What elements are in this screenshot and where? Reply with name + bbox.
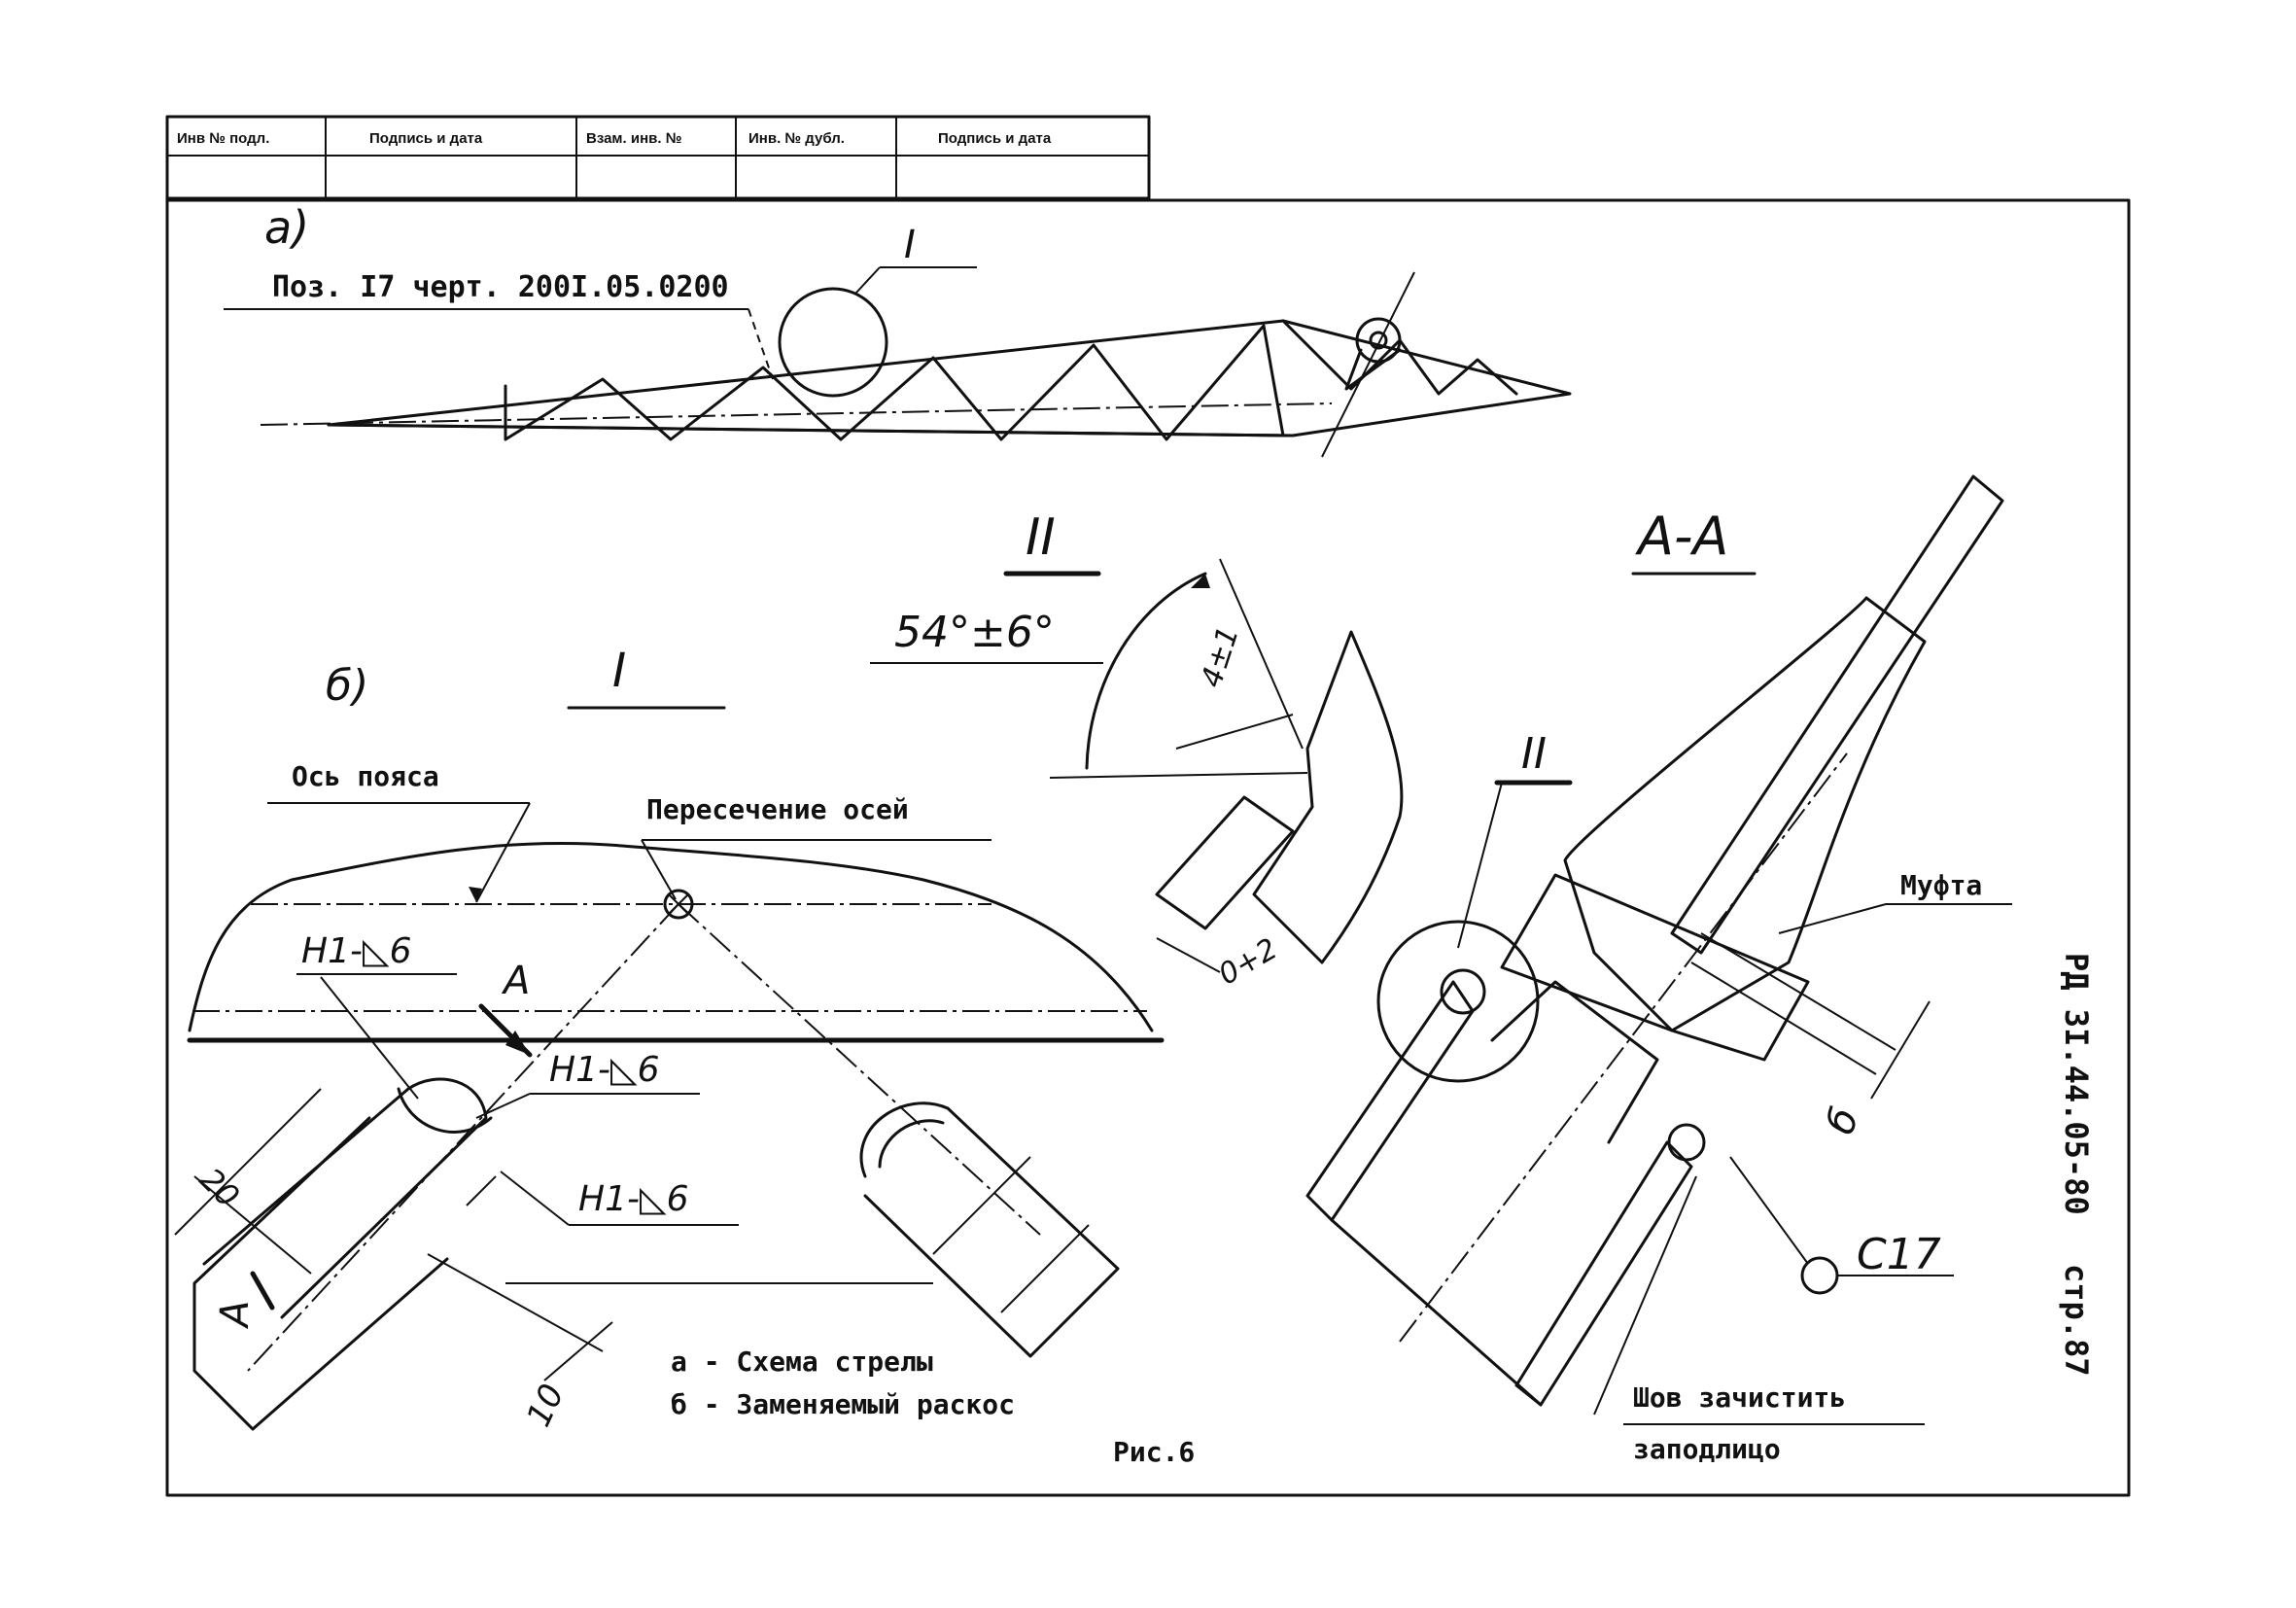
detail-i-title: I	[612, 644, 626, 698]
position-note: Поз. I7 черт. 200I.05.0200	[272, 270, 729, 304]
stamp-sign-date-2: Подпись и дата	[938, 130, 1052, 147]
detail-ii-circle	[1376, 920, 1540, 1083]
weld-code: С17	[1857, 1230, 1941, 1279]
detail-ii: II 54°±6° 4±1 0+2	[870, 508, 1404, 993]
weld-label-3: Н1-◺6	[578, 1179, 689, 1219]
section-mark-a-bottom: А	[213, 1301, 258, 1330]
section-detail-ref: II	[1521, 729, 1547, 779]
angle-label: 54°±6°	[894, 608, 1055, 657]
stamp-sign-date-1: Подпись и дата	[369, 130, 483, 147]
doc-page: стр.87	[2058, 1264, 2095, 1377]
note-line-2: заподлицо	[1633, 1433, 1781, 1465]
weld-label-1: Н1-◺6	[301, 931, 412, 971]
stamp-table: Инв № подл. Подпись и дата Взам. инв. № …	[165, 115, 1151, 200]
replaced-brace-detail: б) I Ось пояса Пересечение осей 20 10	[174, 644, 1165, 1433]
callout-i: I	[904, 223, 916, 267]
doc-code: РД 3I.44.05-80	[2058, 953, 2095, 1215]
detail-ii-title: II	[1026, 508, 1056, 567]
weld-label-2: Н1-◺6	[549, 1050, 660, 1090]
dim-10: 10	[519, 1379, 573, 1433]
stamp-vzam-inv: Взам. инв. №	[586, 130, 681, 147]
stamp-inv-orig: Инв № подл.	[177, 130, 269, 147]
view-a-label: а)	[264, 201, 309, 254]
boom-scheme: а) Поз. I7 черт. 200I.05.0200 I	[224, 201, 1572, 458]
sheet-frame	[165, 196, 2131, 1497]
dim-gap: 0+2	[1213, 932, 1283, 993]
coupling-label: Муфта	[1900, 869, 1982, 901]
chord-axis-label: Ось пояса	[292, 760, 439, 792]
axes-intersection-label: Пересечение осей	[646, 793, 909, 825]
dim-top: 4±1	[1195, 622, 1246, 691]
detail-circle-i	[778, 287, 888, 398]
section-mark-a-top: А	[501, 959, 530, 1003]
stamp-inv-dubl: Инв. № дубл.	[748, 130, 845, 147]
section-a-a: А-А II Муфта б С17 Ш	[1305, 474, 2012, 1465]
legend-a: а - Схема стрелы	[671, 1346, 933, 1378]
dim-b: б	[1818, 1102, 1868, 1140]
view-b-label: б)	[326, 661, 368, 711]
note-line-1: Шов зачистить	[1633, 1381, 1846, 1414]
section-aa-title: А-А	[1635, 506, 1728, 567]
figure-caption: Рис.6	[1113, 1436, 1195, 1468]
legend-b: б - Заменяемый раскос	[671, 1388, 1015, 1420]
dim-20: 20	[192, 1161, 247, 1215]
